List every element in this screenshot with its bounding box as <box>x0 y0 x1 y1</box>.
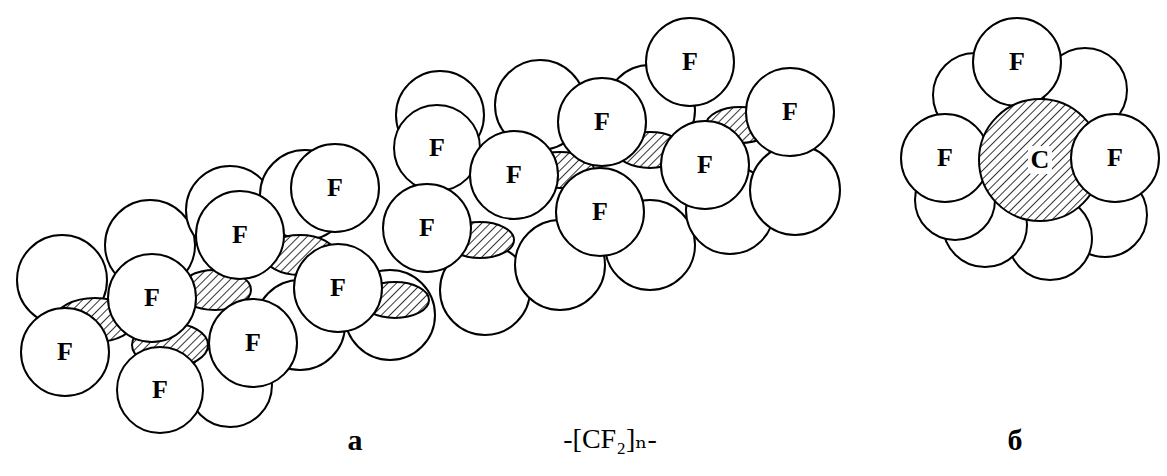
atom-circle <box>117 347 203 433</box>
fluorine-atom: F <box>20 307 110 397</box>
atom-symbol: F <box>330 275 346 301</box>
atom-circle <box>294 244 382 332</box>
atom-circle <box>383 184 471 272</box>
atom-symbol: F <box>697 152 713 178</box>
atom-symbol: F <box>594 109 610 135</box>
atom-circle <box>196 191 284 279</box>
atom-symbol: F <box>782 99 798 125</box>
atom-symbol: F <box>152 377 168 403</box>
part-letter: а <box>348 425 363 455</box>
fluorine-atom: F <box>1070 113 1160 203</box>
fluorine-atom: F <box>107 253 197 343</box>
atom-symbol: F <box>57 339 73 365</box>
fluorine-atom: F <box>382 183 472 273</box>
fluorine-atom: F <box>645 17 735 107</box>
atom-symbol: F <box>937 145 953 171</box>
part-letter: б <box>1008 425 1023 455</box>
fluorine-atom: F <box>900 113 990 203</box>
fluorine-atom: F <box>557 77 647 167</box>
atom-circle <box>646 18 734 106</box>
fluorine-atom: F <box>745 67 835 157</box>
atom-symbol: F <box>1009 49 1025 75</box>
atom-circle <box>470 131 558 219</box>
atom-circle <box>558 78 646 166</box>
formula: -[CF₂]ₙ- <box>563 425 656 453</box>
fluorine-atom: F <box>208 298 298 388</box>
atom-circle <box>394 105 480 191</box>
fluorine-atom: F <box>972 17 1062 107</box>
atom-circle <box>661 121 749 209</box>
atom-symbol: F <box>144 285 160 311</box>
fluorine-atom: F <box>195 190 285 280</box>
atom-symbol: F <box>327 175 343 201</box>
atom-circle <box>556 168 644 256</box>
atom-circle <box>746 68 834 156</box>
atom-circle <box>291 144 379 232</box>
atom-symbol: F <box>245 330 261 356</box>
atom-circle <box>21 308 109 396</box>
atom-circle <box>209 299 297 387</box>
atom-symbol: C <box>1028 146 1053 174</box>
atom-circle <box>108 254 196 342</box>
fluorine-atom: F <box>555 167 645 257</box>
fluorine-atom: F <box>293 243 383 333</box>
atom-symbol: F <box>419 215 435 241</box>
atom-circle <box>973 18 1061 106</box>
atom-circle <box>1071 114 1159 202</box>
fluorine-atom: F <box>116 346 204 434</box>
atom-symbol: F <box>1107 145 1123 171</box>
fluorine-atom: F <box>393 104 481 192</box>
atom-symbol: F <box>506 162 522 188</box>
fluorine-atom: F <box>660 120 750 210</box>
fluorine-atom: F <box>469 130 559 220</box>
atom-circle <box>901 114 989 202</box>
atom-symbol: F <box>232 222 248 248</box>
fluorine-atom: F <box>290 143 380 233</box>
atom-symbol: F <box>429 135 445 161</box>
atom-symbol: F <box>592 199 608 225</box>
atom-symbol: F <box>682 49 698 75</box>
